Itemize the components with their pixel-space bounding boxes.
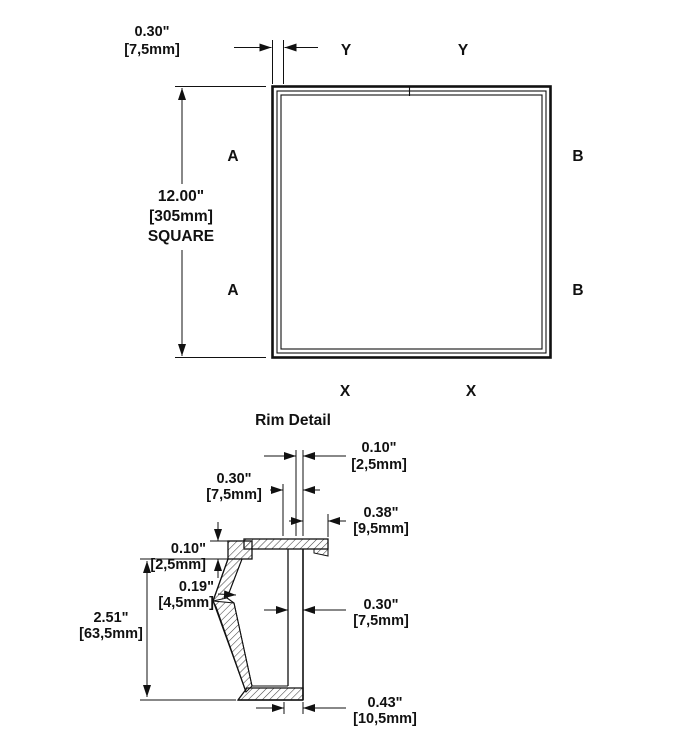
plan-rim-width-metric: [7,5mm] <box>124 42 180 58</box>
section-label-y-right: Y <box>457 42 469 59</box>
section-label-y-left: Y <box>340 42 352 59</box>
rim-detail-title: Rim Detail <box>255 412 331 429</box>
rim-top-thickness-inches: 0.10" <box>361 440 397 456</box>
rim-step-metric: [4,5mm] <box>158 595 214 611</box>
plan-view-linework <box>175 40 552 359</box>
rim-depth-metric: [63,5mm] <box>79 626 143 642</box>
plan-square-size-metric: [305mm] <box>149 208 213 225</box>
rim-wall-thickness-metric: [7,5mm] <box>353 613 409 629</box>
rim-wall-thickness-inches: 0.30" <box>363 597 399 613</box>
section-label-x-right: X <box>465 383 477 400</box>
section-label-x-left: X <box>339 383 351 400</box>
rim-detail-linework <box>140 450 346 714</box>
plan-square-size-inches: 12.00" <box>157 188 205 205</box>
rim-top-thickness-metric: [2,5mm] <box>351 457 407 473</box>
rim-lip-thickness-inches: 0.10" <box>170 541 206 557</box>
section-label-b-top: B <box>572 148 584 165</box>
plan-rim-width-inches: 0.30" <box>134 24 170 40</box>
rim-flange-width-inches: 0.30" <box>216 471 252 487</box>
section-label-a-bottom: A <box>227 282 239 299</box>
section-label-b-bottom: B <box>572 282 584 299</box>
rim-lip-thickness-metric: [2,5mm] <box>150 557 206 573</box>
rim-flange-width-metric: [7,5mm] <box>206 487 262 503</box>
plan-square-note: SQUARE <box>147 228 215 245</box>
rim-base-width-inches: 0.43" <box>367 695 403 711</box>
rim-step-inches: 0.19" <box>178 579 214 595</box>
rim-flange-overhang-metric: [9,5mm] <box>353 521 409 537</box>
section-label-a-top: A <box>227 148 239 165</box>
rim-flange-overhang-inches: 0.38" <box>363 505 399 521</box>
rim-depth-inches: 2.51" <box>93 610 129 626</box>
rim-base-width-metric: [10,5mm] <box>353 711 417 727</box>
